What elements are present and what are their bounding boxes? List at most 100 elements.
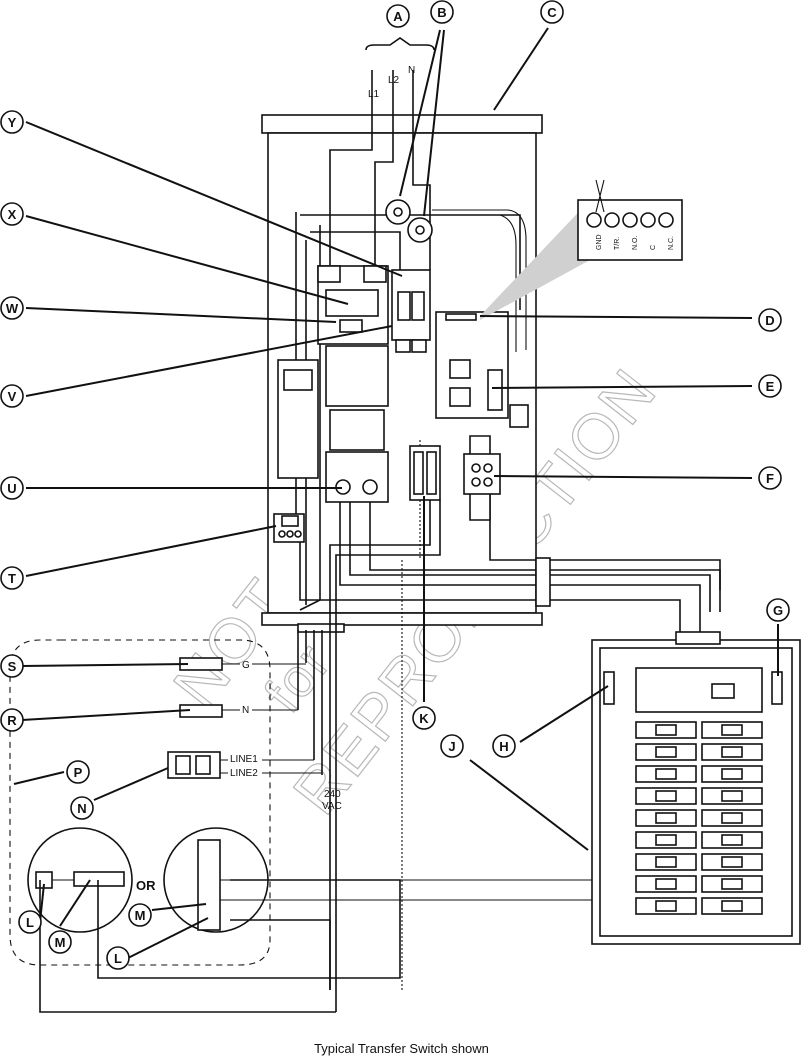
callout-label-j: J [448,739,455,754]
relay-breaker [391,269,431,353]
leader-lines [13,27,779,959]
callout-label-e: E [766,379,775,394]
terminal-label-no: N.O. [632,236,639,250]
callout-circle-k [412,706,436,730]
wire-label-l1: L1 [368,89,380,100]
callout-circle-v [0,384,24,408]
callout-label-x: X [8,207,17,222]
panel-breaker-handle [721,768,743,780]
callout-circle-j [440,734,464,758]
callout-label-d: D [765,313,774,328]
wire-label-g-gen: G [242,660,250,671]
panel-breaker-handle [655,900,677,912]
neutral-bar [463,435,501,521]
callout-circle-m-1 [48,930,72,954]
callout-circle-s [0,654,24,678]
panel-breaker-handle [721,834,743,846]
callout-label-g: G [773,603,783,618]
panel-breaker-handle [721,856,743,868]
callout-label-r: R [7,713,17,728]
callout-label-p: P [74,765,83,780]
callout-circle-n [70,796,94,820]
panel-breaker-handle [721,724,743,736]
callout-circle-l-1 [18,910,42,934]
terminal-label-c: C [650,245,657,250]
or-label: OR [136,878,156,893]
voltage-unit: VAC [322,801,342,812]
callout-circle-x [0,202,24,226]
callout-circle-m-2 [128,903,152,927]
callout-circle-w [0,296,24,320]
utility-supply-wires: L1 L2 N [365,37,435,106]
callout-label-k: K [419,711,429,726]
callout-label-m-2: M [135,908,146,923]
wire-label-n: N [408,65,415,76]
callout-label-m-1: M [55,935,66,950]
panel-breaker-handle [721,878,743,890]
panel-breaker-handle [655,724,677,736]
panel-breaker-handle [721,900,743,912]
callout-label-u: U [7,481,16,496]
callout-label-h: H [499,739,508,754]
callout-circle-l-2 [106,946,130,970]
callout-circle-y [0,110,24,134]
callout-label-w: W [6,301,19,316]
callout-label-b: B [437,5,446,20]
callout-label-l-2: L [114,951,122,966]
callout-markers: A B C D E F G H J K L L M M N P R S T U V W X Y [0,0,790,970]
panel-breaker-handle [655,812,677,824]
panel-breaker-handle [655,834,677,846]
terminal-label-nc: N.C. [668,236,675,250]
panel-breaker-handle [655,790,677,802]
wire-label-line2: LINE2 [230,768,258,779]
callout-circle-f [758,466,782,490]
terminal-strip-detail: GND T/R. N.O. C N.C. [480,179,683,320]
callout-circle-g [766,598,790,622]
terminal-label-gnd: GND [596,234,603,250]
callout-circle-a [386,4,410,28]
panel-breaker-grid [635,721,763,915]
callout-label-t: T [8,571,16,586]
current-sensor-2-core [415,225,425,235]
callout-label-a: A [393,9,403,24]
ground-terminal-block [273,513,305,543]
callout-circle-e [758,374,782,398]
control-board [435,311,529,428]
callout-circle-p [66,760,90,784]
wire-label-line1: LINE1 [230,754,258,765]
generator-ground-terminal: G [179,657,306,671]
callout-circle-b [430,0,454,24]
callout-circle-t [0,566,24,590]
wire-label-l2: L2 [388,75,400,86]
panel-breaker-handle [721,790,743,802]
panel-breaker-handle [655,878,677,890]
callout-label-v: V [8,389,17,404]
conduit-fitting [535,557,551,607]
callout-label-f: F [766,471,774,486]
callout-circle-h [492,734,516,758]
callout-circle-r [0,708,24,732]
fuse-block [409,445,441,501]
callout-label-y: Y [8,115,17,130]
terminal-detail-left [27,827,133,933]
panel-breaker-handle [655,746,677,758]
panel-breaker-handle [655,856,677,868]
voltage-value: 240 [324,789,341,800]
panel-breaker-handle [721,812,743,824]
callout-label-n: N [77,801,86,816]
figure-caption: Typical Transfer Switch shown [314,1041,489,1056]
callout-circle-u [0,476,24,500]
callout-label-l-1: L [26,915,34,930]
panel-breaker-handle [655,768,677,780]
callout-circle-c [540,0,564,24]
current-sensor-1-core [393,207,403,217]
callout-label-c: C [547,5,557,20]
wire-label-n-gen: N [242,705,249,716]
terminal-label-tr: T/R. [614,237,621,250]
callout-circle-d [758,308,782,332]
main-contactor-assembly [277,265,389,503]
callout-label-s: S [8,659,17,674]
generator-main-breaker: LINE1 LINE2 [167,751,322,779]
panel-breaker-handle [721,746,743,758]
